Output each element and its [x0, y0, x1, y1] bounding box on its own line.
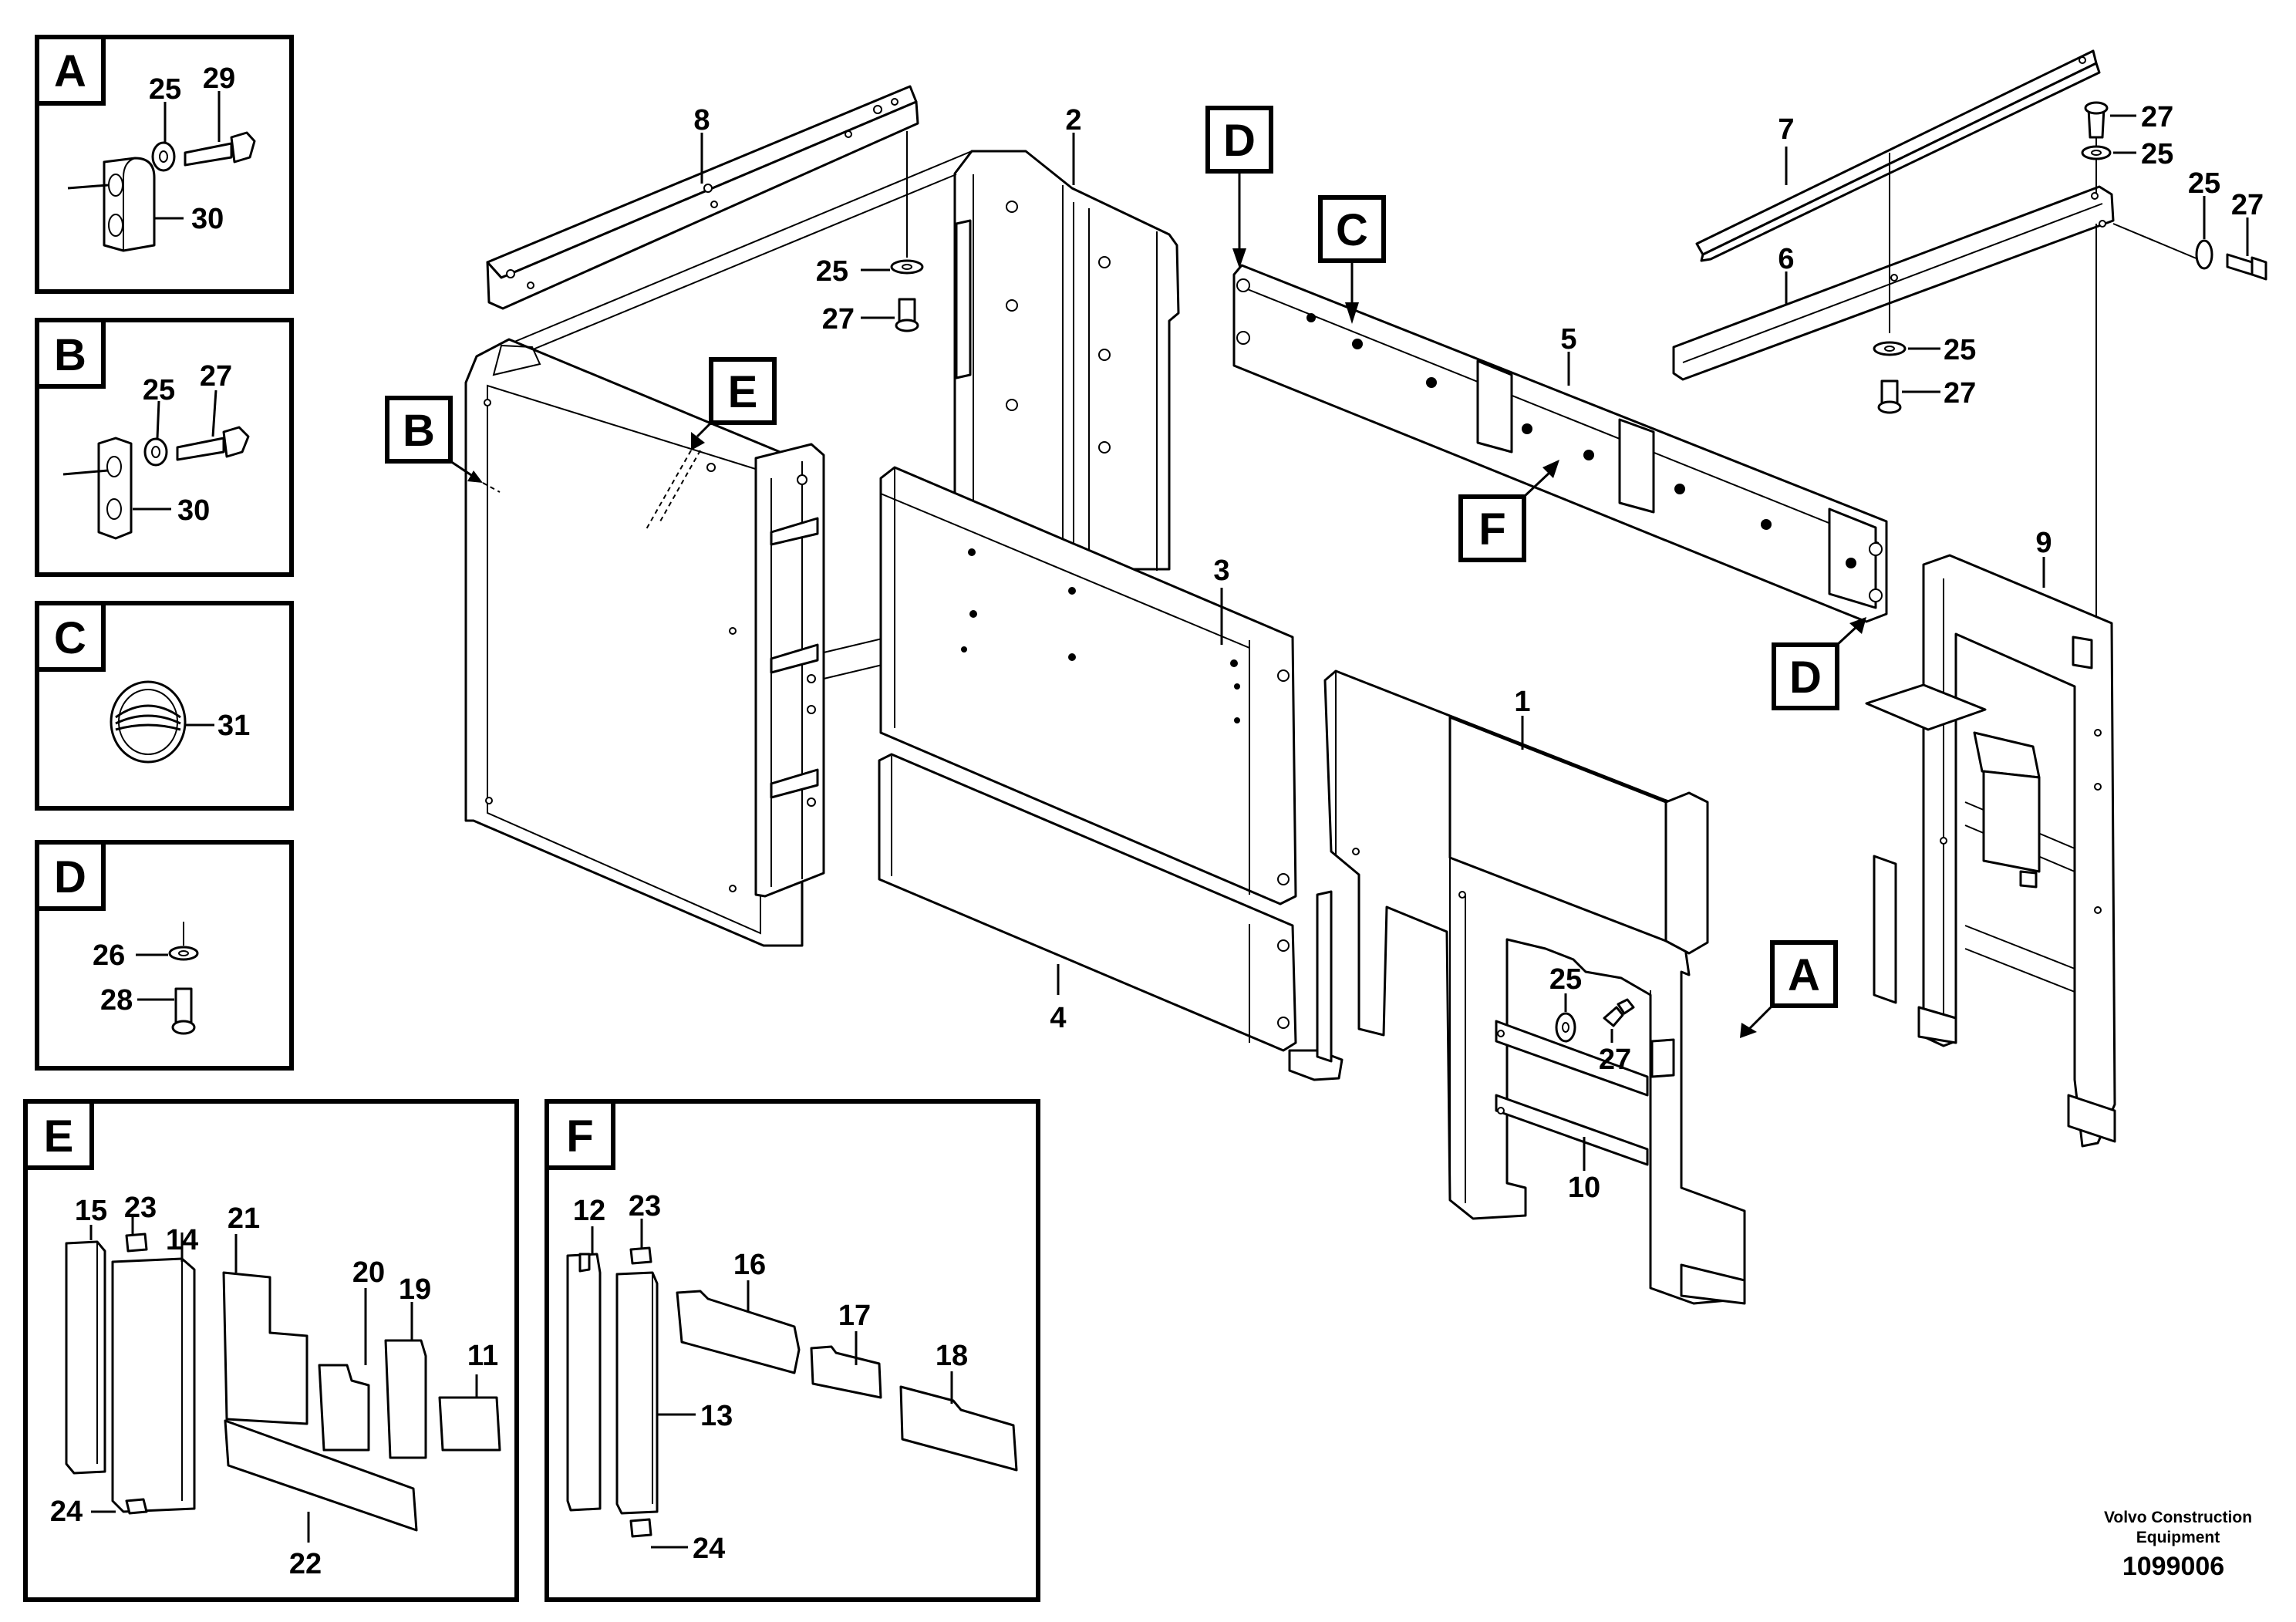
callout-a-label: A [1788, 950, 1820, 1000]
inset-e-num-22: 22 [289, 1548, 322, 1580]
callout-d-bottom: D [1772, 617, 1866, 710]
inset-d-title: D [54, 852, 86, 902]
callout-e-label: E [728, 367, 758, 417]
inset-b-title: B [54, 330, 86, 380]
inset-b: B 25 27 30 [35, 318, 294, 577]
inset-a-title: A [54, 46, 86, 96]
part-5-rail: 5 [1232, 264, 1888, 623]
company-name-line2: Equipment [2136, 1529, 2220, 1546]
part-7-number: 7 [1778, 113, 1794, 146]
inset-a-num-29: 29 [203, 62, 235, 95]
part-7-angle-bar: 7 [1695, 49, 2101, 262]
inset-c-num-31: 31 [217, 710, 250, 742]
part-1-front-frame: 1 10 [1288, 669, 1746, 1305]
inset-f-num-18: 18 [936, 1340, 968, 1372]
inset-b-num-25: 25 [143, 374, 175, 406]
inset-f-num-23: 23 [629, 1190, 661, 1222]
inset-f-num-24: 24 [693, 1533, 725, 1565]
part-4-lower-panel: 4 [878, 753, 1297, 1052]
part-6-number: 6 [1778, 243, 1794, 275]
inset-a-num-25: 25 [149, 73, 181, 106]
part-6-angle-bar: 6 [1672, 185, 2115, 381]
inset-e-num-23: 23 [124, 1192, 157, 1224]
callout-b-label: B [403, 406, 435, 456]
part-25-number-front: 25 [1549, 963, 1582, 996]
part-2-rear-frame: 2 [501, 104, 1180, 571]
inset-b-num-27: 27 [200, 360, 232, 393]
inset-d-num-26: 26 [93, 939, 125, 972]
part-27-number-right-top: 27 [2141, 101, 2173, 133]
part-9-number: 9 [2035, 527, 2052, 559]
part-2-number: 2 [1065, 104, 1081, 137]
part-27-number-front: 27 [1599, 1044, 1631, 1076]
fastener-25-27-top: 25 27 [816, 131, 924, 336]
footer: Volvo Construction Equipment 1099006 [2104, 1509, 2252, 1581]
inset-e-num-24: 24 [50, 1496, 83, 1528]
inset-e-num-14: 14 [166, 1224, 198, 1256]
main-assembly: 8 2 [385, 49, 2267, 1305]
part-3-number: 3 [1213, 555, 1229, 587]
inset-f-num-13: 13 [700, 1400, 733, 1432]
inset-e-num-21: 21 [228, 1202, 260, 1235]
grommet-icon [110, 680, 187, 764]
part-10-number: 10 [1568, 1172, 1600, 1204]
inset-e-num-11: 11 [467, 1340, 498, 1372]
part-25-number-right-top: 25 [2141, 138, 2173, 170]
part-27-number-right-bottom: 27 [1944, 377, 1976, 410]
part-27-number-top: 27 [822, 303, 855, 336]
inset-f-num-17: 17 [838, 1300, 871, 1332]
inset-e-num-19: 19 [399, 1273, 431, 1306]
callout-c: C [1318, 195, 1386, 324]
callout-e: E [646, 357, 777, 530]
part-5-number: 5 [1560, 323, 1576, 356]
inset-c-title: C [54, 613, 86, 663]
inset-e-title: E [44, 1111, 74, 1162]
drawing-number: 1099006 [2122, 1552, 2224, 1581]
fastener-25-27-front: 25 27 [1549, 963, 1635, 1076]
part-27-number-right-side: 27 [2231, 189, 2264, 221]
inset-d-num-28: 28 [100, 984, 133, 1017]
callout-f-label: F [1478, 504, 1505, 555]
inset-f: F 12 23 16 17 18 13 24 [544, 1099, 1040, 1602]
inset-f-title: F [566, 1111, 593, 1162]
inset-f-num-16: 16 [733, 1249, 766, 1281]
inset-e-num-20: 20 [352, 1256, 385, 1289]
part-25-number-top: 25 [816, 255, 848, 288]
part-4-number: 4 [1050, 1002, 1066, 1034]
inset-b-num-30: 30 [177, 494, 210, 527]
inset-e: E 15 23 14 21 20 19 11 24 22 [23, 1099, 519, 1602]
left-side-panel [464, 338, 883, 947]
inset-c: C 31 [35, 601, 294, 811]
callout-d-top-label: D [1223, 116, 1256, 166]
part-8-number: 8 [693, 104, 710, 137]
callout-a: A [1740, 940, 1838, 1038]
callout-d-top: D [1205, 106, 1273, 268]
inset-a: A 25 29 30 [35, 35, 294, 294]
part-25-number-right-bottom: 25 [1944, 334, 1976, 366]
callout-d-bottom-label: D [1789, 653, 1822, 703]
part-3-upper-panel: 3 [879, 466, 1297, 905]
callout-f: F [1458, 460, 1559, 562]
inset-f-num-12: 12 [573, 1195, 605, 1227]
inset-d: D 26 28 [35, 840, 294, 1071]
part-9-right-frame: 9 [1865, 224, 2116, 1148]
callout-b: B [385, 396, 501, 493]
inset-a-num-30: 30 [191, 203, 224, 235]
company-name-line1: Volvo Construction [2104, 1509, 2252, 1526]
part-8-angle-bar: 8 [486, 85, 919, 310]
part-25-number-right-side: 25 [2188, 167, 2220, 200]
inset-e-num-15: 15 [75, 1195, 107, 1227]
fastener-25-27-right: 27 25 25 27 25 27 [1873, 101, 2267, 414]
part-1-number: 1 [1514, 686, 1530, 718]
callout-c-label: C [1336, 205, 1368, 255]
